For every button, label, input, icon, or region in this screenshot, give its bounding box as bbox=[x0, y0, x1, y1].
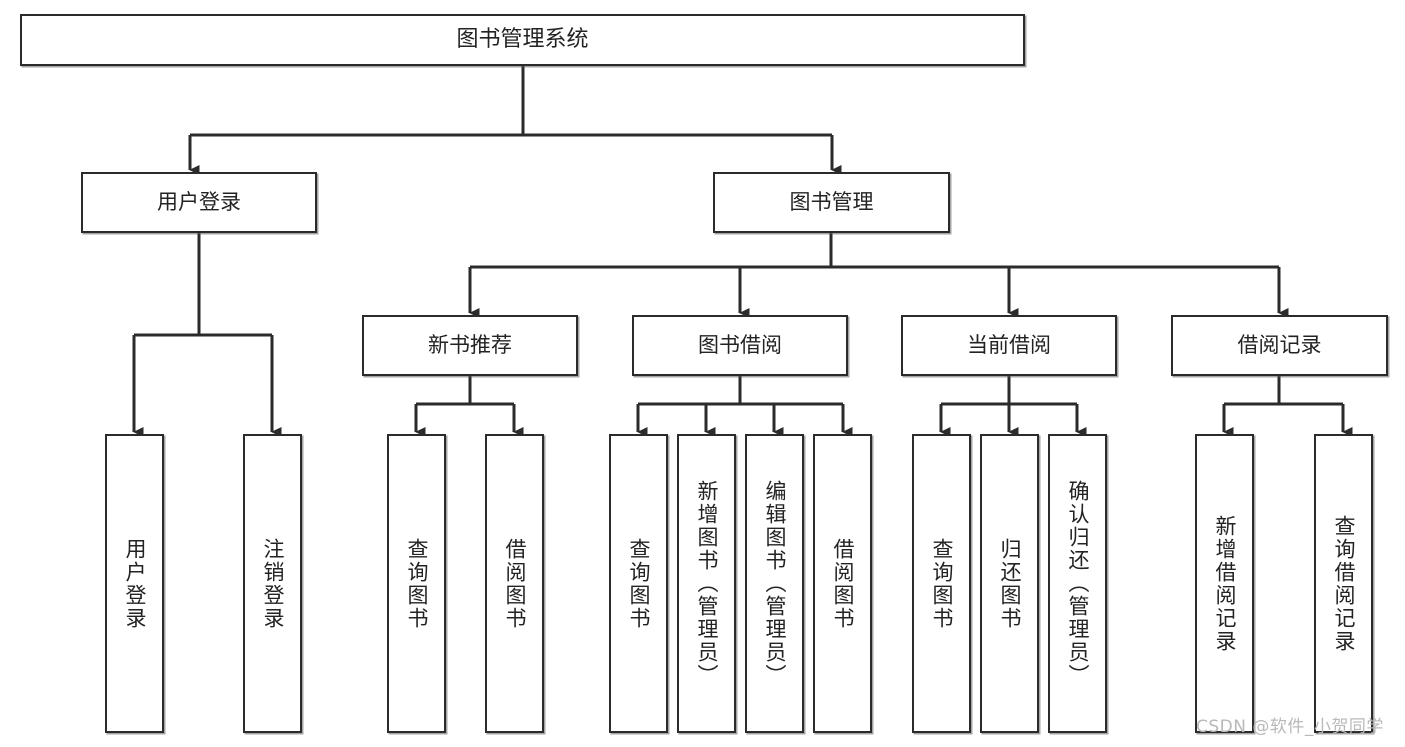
node-label: 查询借阅记录 bbox=[1332, 514, 1356, 653]
node-borrow-record[interactable]: 借阅记录 bbox=[1171, 315, 1388, 376]
node-label: 用户登录 bbox=[157, 189, 241, 214]
node-leaf-logout[interactable]: 注销登录 bbox=[243, 434, 302, 733]
node-leaf-add-book[interactable]: 新增图书（管理员） bbox=[677, 434, 736, 733]
node-leaf-borrow-book[interactable]: 借阅图书 bbox=[813, 434, 872, 733]
node-leaf-query-borrow-record[interactable]: 查询借阅记录 bbox=[1314, 434, 1373, 733]
node-label: 图书管理系统 bbox=[456, 26, 589, 52]
node-label: 编辑图书（管理员） bbox=[763, 480, 787, 687]
node-label: 当前借阅 bbox=[967, 332, 1051, 357]
node-user-login[interactable]: 用户登录 bbox=[81, 172, 317, 233]
node-label: 图书管理 bbox=[789, 189, 874, 214]
node-label: 用户登录 bbox=[123, 537, 147, 630]
node-book-manage[interactable]: 图书管理 bbox=[713, 172, 950, 233]
node-leaf-user-login[interactable]: 用户登录 bbox=[105, 434, 164, 733]
node-new-book-recommend[interactable]: 新书推荐 bbox=[362, 315, 578, 376]
node-label: 查询图书 bbox=[627, 537, 651, 630]
node-label: 新增借阅记录 bbox=[1213, 514, 1237, 653]
node-label: 注销登录 bbox=[261, 537, 285, 630]
node-label: 借阅图书 bbox=[503, 537, 527, 630]
node-leaf-add-borrow-record[interactable]: 新增借阅记录 bbox=[1195, 434, 1254, 733]
node-label: 确认归还（管理员） bbox=[1066, 480, 1090, 687]
node-label: 新书推荐 bbox=[428, 332, 512, 357]
node-leaf-query-book-recommend[interactable]: 查询图书 bbox=[387, 434, 446, 733]
node-root-system[interactable]: 图书管理系统 bbox=[20, 14, 1025, 66]
csdn-watermark: CSDN @软件_小贺同学 bbox=[1196, 717, 1384, 737]
node-leaf-confirm-return[interactable]: 确认归还（管理员） bbox=[1048, 434, 1107, 733]
node-label: 归还图书 bbox=[998, 537, 1022, 630]
node-leaf-edit-book[interactable]: 编辑图书（管理员） bbox=[745, 434, 804, 733]
node-label: 借阅图书 bbox=[831, 537, 855, 630]
node-leaf-query-book-current[interactable]: 查询图书 bbox=[912, 434, 971, 733]
node-label: 借阅记录 bbox=[1237, 332, 1322, 357]
node-leaf-borrow-book-recommend[interactable]: 借阅图书 bbox=[485, 434, 544, 733]
node-current-borrow[interactable]: 当前借阅 bbox=[901, 315, 1117, 376]
node-book-borrow[interactable]: 图书借阅 bbox=[632, 315, 848, 376]
node-leaf-return-book[interactable]: 归还图书 bbox=[980, 434, 1039, 733]
node-label: 图书借阅 bbox=[698, 332, 782, 357]
node-label: 查询图书 bbox=[405, 537, 429, 630]
node-leaf-query-book-borrow[interactable]: 查询图书 bbox=[609, 434, 668, 733]
node-label: 查询图书 bbox=[930, 537, 954, 630]
node-label: 新增图书（管理员） bbox=[695, 480, 719, 687]
